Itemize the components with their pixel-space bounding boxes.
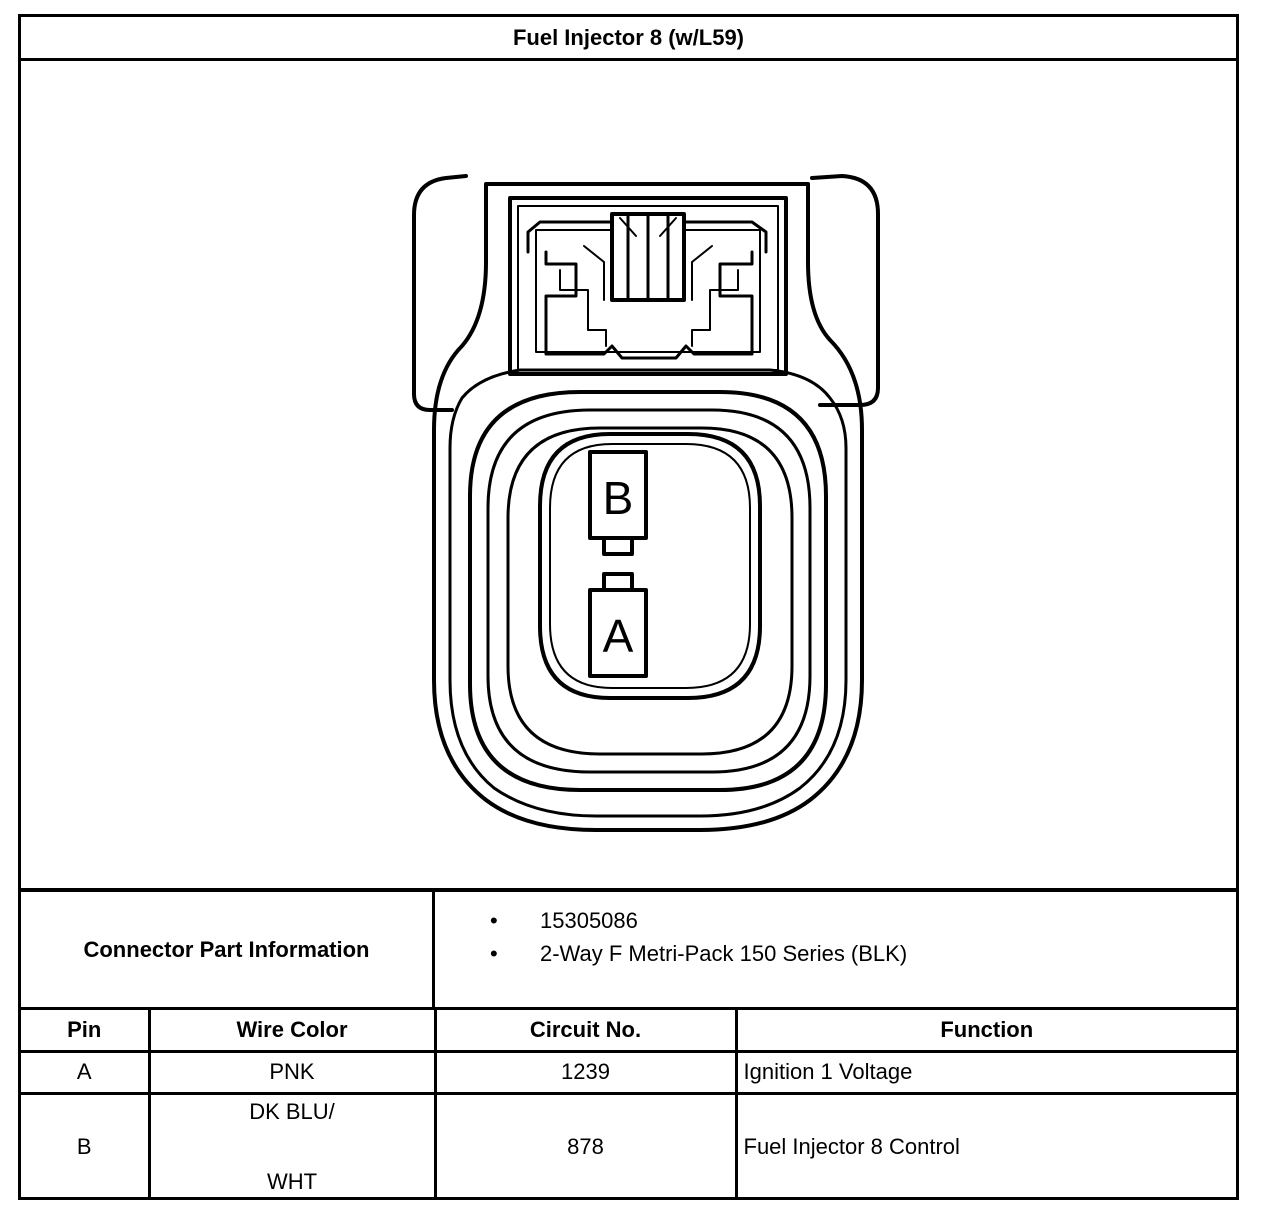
cell-circuit: 1239 — [435, 1051, 738, 1095]
part-info-label: Connector Part Information — [21, 892, 435, 1007]
wire-color-line: DK BLU/ — [249, 1098, 335, 1124]
connector-outer-shell — [432, 182, 864, 832]
pin-cavity — [538, 432, 762, 700]
header-circuit-no: Circuit No. — [435, 1010, 738, 1053]
lock-inner-right — [691, 269, 739, 347]
pin-b-label: B — [603, 472, 634, 524]
connector-body-line — [448, 368, 848, 818]
bullet-icon: • — [490, 908, 498, 933]
cell-wire-color: PNK — [149, 1051, 437, 1095]
connector-part-info: Connector Part Information • 15305086 • … — [21, 892, 1236, 1010]
connector-face-drawing: B A — [412, 174, 880, 832]
header-function: Function — [736, 1010, 1236, 1053]
lock-inner-left — [559, 269, 607, 347]
cell-pin: B — [21, 1093, 151, 1199]
pin-a-tab — [602, 572, 634, 592]
table-row: A PNK 1239 Ignition 1 Voltage — [21, 1051, 1236, 1095]
lock-bevel-right — [691, 245, 713, 301]
pin-a-label: A — [603, 610, 634, 662]
lock-bevel-left — [583, 245, 605, 301]
left-latch-tab — [412, 174, 468, 412]
pinout-table: Pin Wire Color Circuit No. Function A PN… — [21, 1010, 1236, 1199]
pin-a-terminal — [588, 588, 648, 678]
cell-function: Ignition 1 Voltage — [736, 1051, 1236, 1095]
table-row: B DK BLU/ WHT 878 Fuel Injector 8 Contro… — [21, 1093, 1236, 1199]
pin-b-tab — [602, 536, 634, 556]
list-item: • 2-Way F Metri-Pack 150 Series (BLK) — [435, 937, 1236, 970]
lock-housing — [508, 196, 788, 376]
part-number: 15305086 — [540, 908, 638, 933]
cell-wire-color: DK BLU/ WHT — [149, 1093, 437, 1199]
table-header-row: Pin Wire Color Circuit No. Function — [21, 1010, 1236, 1053]
connector-frame: Fuel Injector 8 (w/L59) — [18, 14, 1239, 1200]
wire-color-line: WHT — [266, 1168, 318, 1194]
bullet-icon: • — [490, 941, 498, 966]
cell-function: Fuel Injector 8 Control — [743, 1133, 960, 1159]
right-latch-tab — [810, 174, 880, 407]
seal-ring-outer — [468, 390, 828, 792]
connector-diagram: B A — [21, 61, 1236, 892]
part-info-list: • 15305086 • 2-Way F Metri-Pack 150 Seri… — [435, 892, 1236, 1007]
lock-housing-inner — [517, 205, 779, 371]
pin-cavity-inner — [549, 443, 751, 689]
cell-circuit: 878 — [435, 1093, 738, 1199]
header-pin: Pin — [21, 1010, 151, 1053]
connector-title: Fuel Injector 8 (w/L59) — [21, 17, 1236, 61]
connector-description: 2-Way F Metri-Pack 150 Series (BLK) — [540, 941, 908, 966]
list-item: • 15305086 — [435, 904, 1236, 937]
seal-ring-inner — [506, 426, 794, 756]
header-wire-color: Wire Color — [149, 1010, 437, 1053]
seal-ring-middle — [486, 408, 812, 774]
cell-pin: A — [21, 1051, 151, 1095]
